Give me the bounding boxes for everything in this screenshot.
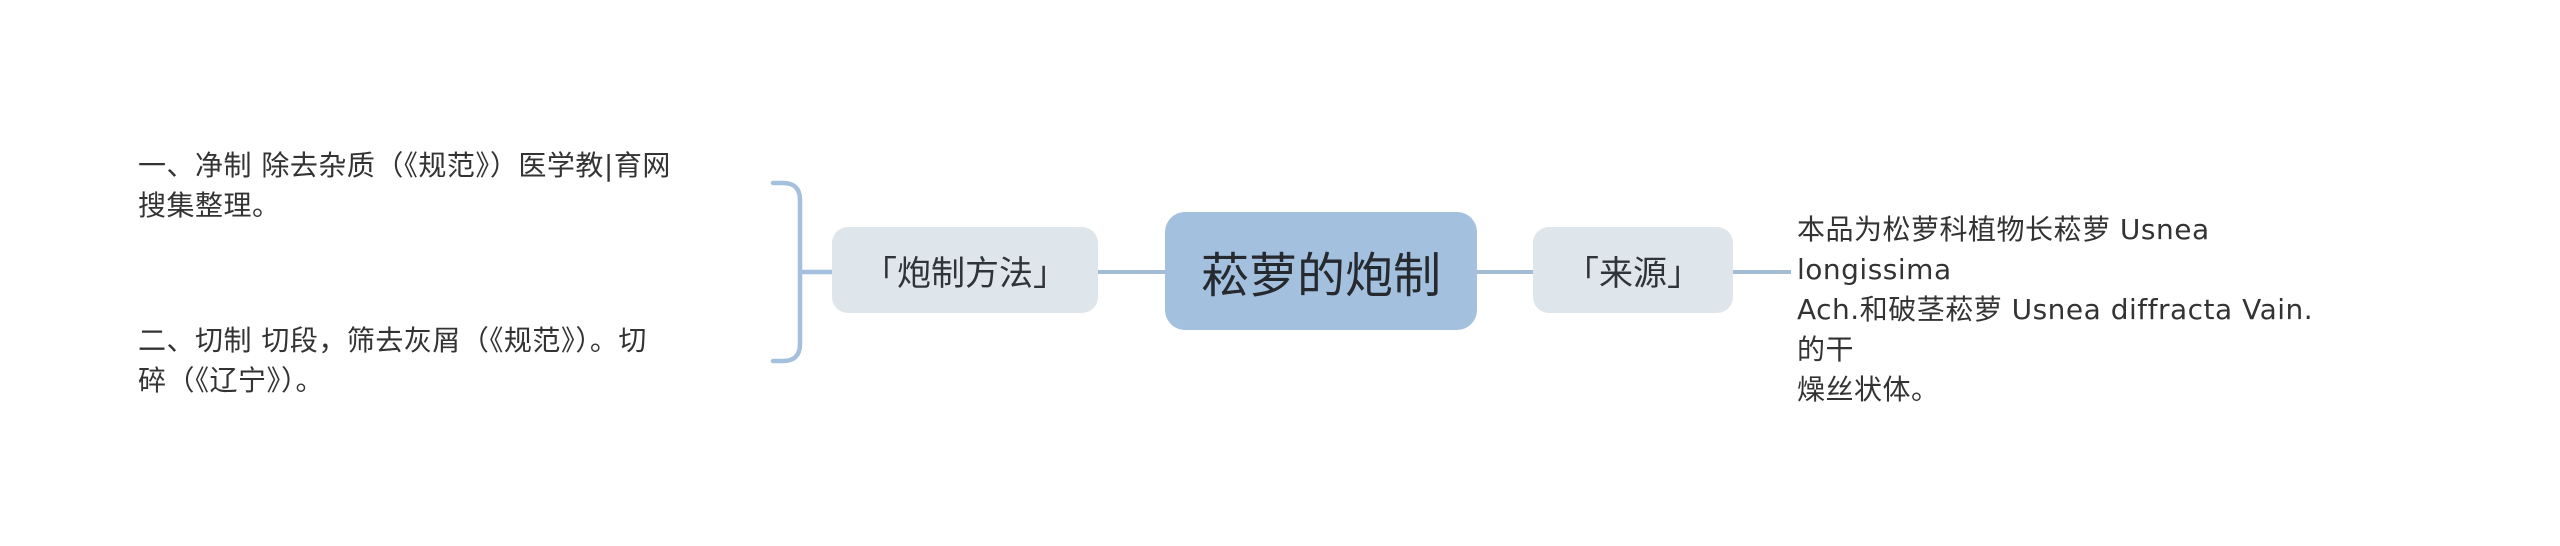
branch-node-preparation-method: 「炮制方法」 — [832, 227, 1098, 313]
branch-node-label: 「来源」 — [1565, 253, 1701, 294]
root-node-title: 菘萝的炮制 — [1165, 212, 1477, 330]
branch-node-label: 「炮制方法」 — [863, 253, 1067, 294]
source-note: 本品为松萝科植物长菘萝 Usnea longissima Ach.和破茎菘萝 U… — [1797, 213, 2314, 406]
method-note-2: 二、切制 切段，筛去灰屑（《规范》）。切 碎（《辽宁》）。 — [138, 324, 647, 397]
root-node-label: 菘萝的炮制 — [1200, 248, 1441, 304]
branch-node-source: 「来源」 — [1533, 227, 1733, 313]
method-note-1: 一、净制 除去杂质（《规范》）医学教|育网 搜集整理。 — [138, 149, 671, 222]
